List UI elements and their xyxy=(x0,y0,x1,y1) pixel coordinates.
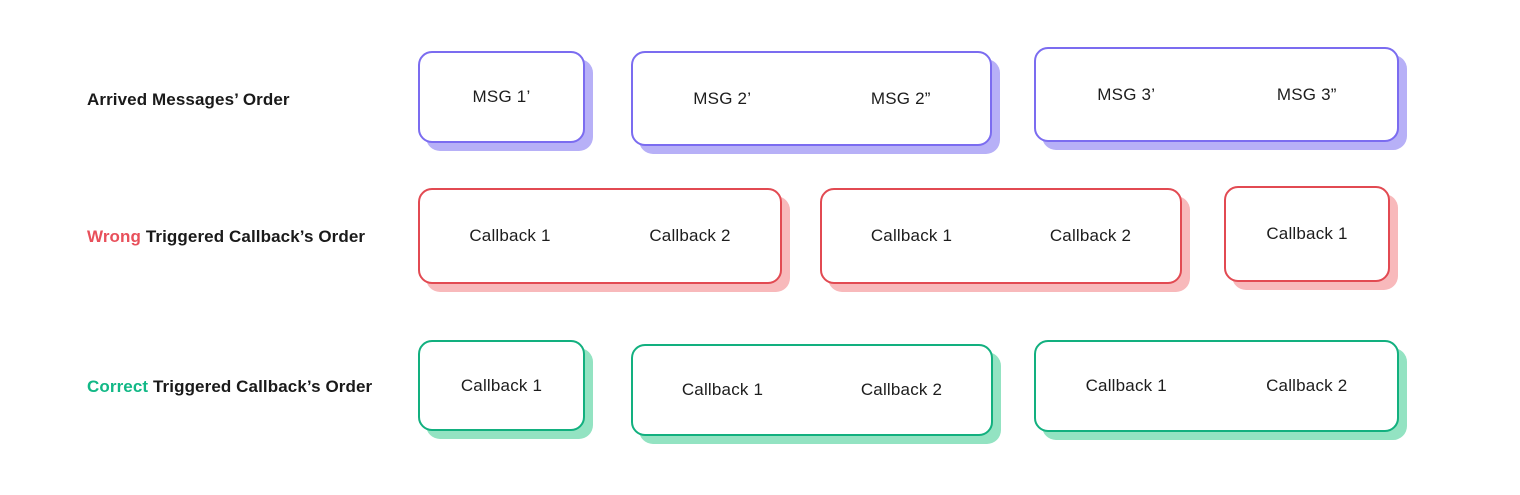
correct-callback-label-3-1: Callback 1 xyxy=(1085,376,1167,395)
message-label-3-2: MSG 3” xyxy=(1276,84,1337,104)
correct-callback-label-2-1: Callback 1 xyxy=(681,380,764,399)
message-label-1-1: MSG 1’ xyxy=(472,87,531,106)
message-box-1: MSG 1’ xyxy=(418,51,585,143)
correct-callback-label-1-1: Callback 1 xyxy=(460,375,543,395)
wrong-callback-label-3-1: Callback 1 xyxy=(1266,224,1348,243)
row-label-correct-callbacks: Correct Triggered Callback’s Order xyxy=(87,378,372,395)
wrong-callback-label-2-2: Callback 2 xyxy=(1049,226,1132,245)
correct-callback-box-1: Callback 1 xyxy=(418,340,585,431)
message-box-2: MSG 2’ MSG 2” xyxy=(631,51,992,146)
row-label-wrong-rest: Triggered Callback’s Order xyxy=(141,227,366,246)
correct-callback-label-2-2: Callback 2 xyxy=(860,380,943,399)
correct-callback-box-3: Callback 1 Callback 2 xyxy=(1034,340,1399,432)
row-label-correct-rest: Triggered Callback’s Order xyxy=(148,377,373,396)
message-label-2-1: MSG 2’ xyxy=(693,88,752,108)
wrong-callback-box-3: Callback 1 xyxy=(1224,186,1390,282)
correct-callback-box-2: Callback 1 Callback 2 xyxy=(631,344,993,436)
wrong-callback-box-1: Callback 1 Callback 2 xyxy=(418,188,782,284)
row-label-wrong-callbacks: Wrong Triggered Callback’s Order xyxy=(87,228,365,245)
row-label-arrived-messages: Arrived Messages’ Order xyxy=(87,91,290,108)
wrong-callback-label-2-1: Callback 1 xyxy=(870,226,953,245)
wrong-callback-label-1-2: Callback 2 xyxy=(649,226,731,245)
row-label-arrived-messages-text: Arrived Messages’ Order xyxy=(87,90,290,109)
correct-callback-label-3-2: Callback 2 xyxy=(1266,376,1348,395)
message-label-3-1: MSG 3’ xyxy=(1097,84,1156,104)
row-label-correct-highlight: Correct xyxy=(87,377,149,396)
message-label-2-2: MSG 2” xyxy=(870,88,931,108)
message-box-3: MSG 3’ MSG 3” xyxy=(1034,47,1399,142)
wrong-callback-box-2: Callback 1 Callback 2 xyxy=(820,188,1182,284)
wrong-callback-label-1-1: Callback 1 xyxy=(469,226,551,245)
row-label-wrong-highlight: Wrong xyxy=(87,227,142,246)
